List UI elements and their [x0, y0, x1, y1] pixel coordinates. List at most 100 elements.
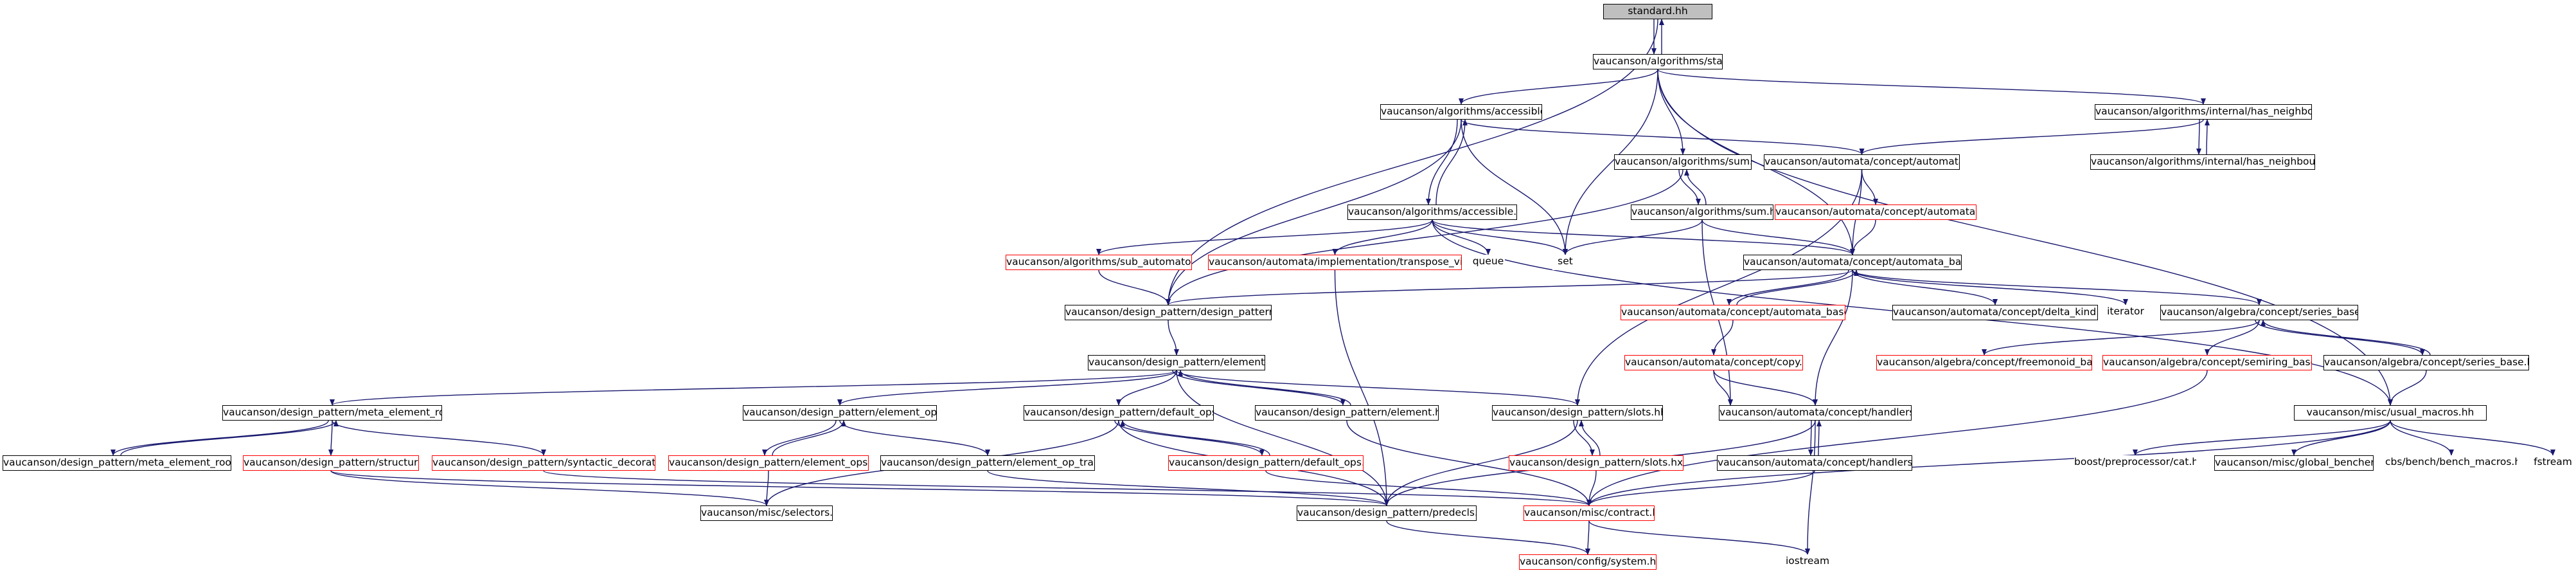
edge-series-base-hh-to-series-base-hxx [2255, 320, 2425, 356]
node-contract[interactable]: vaucanson/misc/contract.hh [1523, 505, 1655, 521]
edge-element-hxx-to-contract [1346, 420, 1592, 506]
node-delta-kind[interactable]: vaucanson/automata/concept/delta_kind.hh [1892, 305, 2098, 320]
node-meta-element-root-hh[interactable]: vaucanson/design_pattern/meta_element_ro… [222, 405, 442, 421]
node-meta-element-root-hxx[interactable]: vaucanson/design_pattern/meta_element_ro… [3, 455, 231, 471]
node-series-base-hxx[interactable]: vaucanson/algebra/concept/series_base.hx… [2323, 355, 2529, 370]
node-predecls[interactable]: vaucanson/design_pattern/predecls.hh [1297, 505, 1477, 521]
edge-contract-to-iostream [1588, 520, 1810, 555]
edge-syntactic-decorator-to-contract [543, 470, 1592, 506]
node-label: vaucanson/design_pattern/default_ops.hh [1024, 406, 1214, 418]
edge-usual-macros-to-boost-cat [2133, 420, 2391, 456]
node-label: vaucanson/algebra/concept/freemonoid_bas… [1877, 356, 2092, 368]
node-accessible-hxx[interactable]: vaucanson/algorithms/accessible.hxx [1347, 205, 1517, 220]
edge-element-ops-hh-to-element-ops-hxx [762, 420, 837, 456]
node-structure[interactable]: vaucanson/design_pattern/structure.hh [243, 455, 419, 471]
node-concept-automata-hh[interactable]: vaucanson/automata/concept/automata.hh [1764, 154, 1960, 170]
edge-sub-automaton-to-design-pattern [1098, 269, 1171, 305]
node-automata-base-hxx[interactable]: vaucanson/automata/concept/automata_base… [1621, 305, 1845, 320]
node-label: vaucanson/automata/concept/automata_base… [1744, 256, 1962, 268]
edge-standard-hxx-to-has-neighbour-hh [1657, 69, 2206, 105]
edge-automata-base-hh-to-design-pattern [1166, 269, 1853, 305]
edge-automata-base-hh-to-handlers-hh [1813, 269, 1853, 406]
node-label: vaucanson/design_pattern/element.hxx [1256, 406, 1439, 418]
node-label: iostream [1785, 555, 1830, 567]
node-label: vaucanson/algebra/concept/series_base.hx… [2324, 356, 2529, 368]
node-label: vaucanson/algorithms/standard.hxx [1594, 55, 1723, 67]
node-boost-cat[interactable]: boost/preprocessor/cat.hpp [2074, 455, 2196, 471]
node-syntactic-decorator[interactable]: vaucanson/design_pattern/syntactic_decor… [432, 455, 655, 471]
edge-accessible-hxx-to-accessible-hh [1435, 119, 1468, 205]
edge-meta-element-root-hh-to-meta-element-root-hxx [111, 420, 329, 456]
edge-structure-to-selectors [330, 470, 769, 506]
node-label: vaucanson/algebra/concept/series_base.hh [2161, 306, 2358, 318]
edge-automata-base-hxx-to-copy-hh [1711, 320, 1734, 356]
edge-automata-base-hxx-to-automata-base-hh [1736, 269, 1859, 305]
edge-usual-macros-to-global-bencher [2291, 420, 2391, 456]
node-fstream[interactable]: fstream [2533, 455, 2573, 471]
edge-standard-hxx-to-sum-hh [1657, 69, 1685, 155]
node-slots-hh[interactable]: vaucanson/design_pattern/slots.hh [1492, 405, 1663, 421]
edge-automata-base-hh-to-delta-kind [1852, 269, 1998, 305]
node-standard-hxx[interactable]: vaucanson/algorithms/standard.hxx [1593, 54, 1723, 69]
node-sub-automaton[interactable]: vaucanson/algorithms/sub_automaton.hh [1006, 255, 1192, 270]
node-label: vaucanson/design_pattern/element.hh [1088, 356, 1265, 368]
edge-element-hh-to-default-ops-hh [1116, 370, 1177, 406]
node-bench-macros[interactable]: cbs/bench/bench_macros.hh [2385, 455, 2518, 471]
edge-has-neighbour-hh-to-concept-automata-hh [1859, 119, 2204, 155]
edge-meta-element-root-hxx-to-meta-element-root-hh [120, 420, 339, 456]
node-automata-base-hh[interactable]: vaucanson/automata/concept/automata_base… [1743, 255, 1962, 270]
edge-handlers-hh-to-iostream [1805, 420, 1816, 555]
edge-default-ops-hxx-to-contract [1265, 470, 1592, 506]
node-design-pattern[interactable]: vaucanson/design_pattern/design_pattern.… [1065, 305, 1272, 320]
node-label: vaucanson/automata/concept/handlers.hxx [1718, 457, 1912, 468]
node-element-hxx[interactable]: vaucanson/design_pattern/element.hxx [1255, 405, 1439, 421]
node-standard-hh[interactable]: standard.hh [1603, 4, 1712, 19]
node-copy-hh[interactable]: vaucanson/automata/concept/copy.hh [1624, 355, 1803, 370]
edge-element-ops-hxx-to-selectors [764, 470, 770, 506]
node-iterator[interactable]: iterator [2106, 305, 2145, 320]
node-sum-hh[interactable]: vaucanson/algorithms/sum.hh [1614, 154, 1752, 170]
node-iostream[interactable]: iostream [1785, 554, 1830, 570]
edge-accessible-hxx-to-transpose-view [1332, 219, 1433, 255]
edge-element-hh-to-slots-hh [1176, 370, 1580, 406]
edge-element-hxx-to-element-hh [1178, 370, 1351, 406]
node-element-ops-hh[interactable]: vaucanson/design_pattern/element_ops.hh [743, 405, 937, 421]
node-handlers-hxx[interactable]: vaucanson/automata/concept/handlers.hxx [1717, 455, 1912, 471]
node-global-bencher[interactable]: vaucanson/misc/global_bencher.hh [2214, 455, 2374, 471]
edge-transpose-view-to-predecls [1334, 269, 1389, 506]
edge-predecls-to-system [1386, 520, 1590, 555]
edge-series-base-hxx-to-series-base-hh [2261, 320, 2431, 356]
node-set[interactable]: set [1552, 255, 1578, 270]
node-freemonoid-base[interactable]: vaucanson/algebra/concept/freemonoid_bas… [1876, 355, 2092, 370]
node-system[interactable]: vaucanson/config/system.hh [1519, 554, 1657, 570]
node-label: set [1558, 255, 1573, 267]
node-label: vaucanson/design_pattern/structure.hh [244, 457, 418, 468]
node-usual-macros[interactable]: vaucanson/misc/usual_macros.hh [2294, 405, 2487, 421]
node-transpose-view[interactable]: vaucanson/automata/implementation/transp… [1208, 255, 1462, 270]
node-selectors[interactable]: vaucanson/misc/selectors.hh [700, 505, 833, 521]
node-default-ops-hxx[interactable]: vaucanson/design_pattern/default_ops.hxx [1168, 455, 1364, 471]
node-has-neighbour-hxx[interactable]: vaucanson/algorithms/internal/has_neighb… [2090, 154, 2315, 170]
edge-standard-hh-to-design-pattern [1166, 19, 1658, 305]
node-slots-hxx[interactable]: vaucanson/design_pattern/slots.hxx [1509, 455, 1683, 471]
node-series-base-hh[interactable]: vaucanson/algebra/concept/series_base.hh [2160, 305, 2358, 320]
node-element-op-traits[interactable]: vaucanson/design_pattern/element_op_trai… [880, 455, 1095, 471]
node-concept-automata-hxx[interactable]: vaucanson/automata/concept/automata.hxx [1775, 205, 1976, 220]
node-sum-hxx[interactable]: vaucanson/algorithms/sum.hxx [1631, 205, 1773, 220]
node-handlers-hh[interactable]: vaucanson/automata/concept/handlers.hh [1719, 405, 1912, 421]
node-queue[interactable]: queue [1471, 255, 1505, 270]
node-accessible-hh[interactable]: vaucanson/algorithms/accessible.hh [1380, 104, 1542, 120]
node-default-ops-hh[interactable]: vaucanson/design_pattern/default_ops.hh [1024, 405, 1214, 421]
edge-element-hh-to-predecls [1176, 370, 1389, 506]
node-element-hh[interactable]: vaucanson/design_pattern/element.hh [1088, 355, 1265, 370]
node-element-ops-hxx[interactable]: vaucanson/design_pattern/element_ops.hxx [668, 455, 869, 471]
node-has-neighbour-hh[interactable]: vaucanson/algorithms/internal/has_neighb… [2095, 104, 2312, 120]
node-label: vaucanson/algorithms/sum.hxx [1631, 206, 1773, 217]
edge-copy-hh-to-handlers-hh [1713, 370, 1818, 406]
edge-accessible-hh-to-design-pattern [1166, 119, 1462, 305]
edge-element-ops-hh-to-element-op-traits [839, 420, 990, 456]
node-semiring-base[interactable]: vaucanson/algebra/concept/semiring_base.… [2102, 355, 2312, 370]
edge-series-base-hxx-to-usual-macros [2388, 370, 2427, 406]
